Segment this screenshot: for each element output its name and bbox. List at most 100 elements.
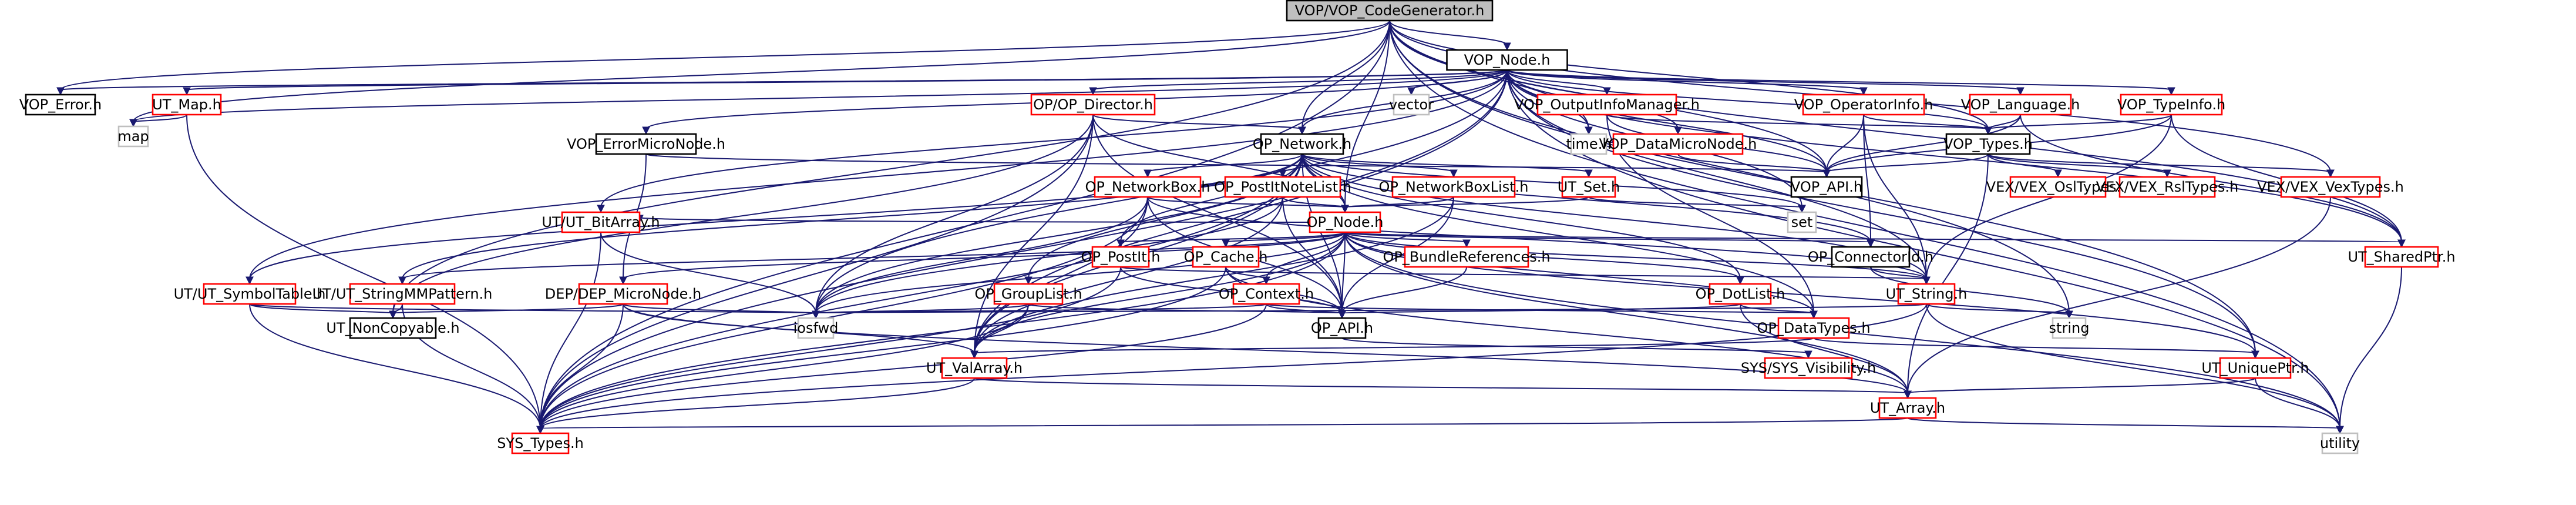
node-label: UT_NonCopyable.h	[326, 320, 459, 336]
node-op-networkbox[interactable]: OP_NetworkBox.h	[1085, 176, 1210, 198]
edge-vop_types-to-vop_api	[1822, 153, 1989, 178]
node-box	[2280, 176, 2381, 198]
node-vop-datamicro[interactable]: VOP_DataMicroNode.h	[1599, 133, 1757, 155]
node-label: VOP_Node.h	[1464, 52, 1551, 68]
node-box	[1094, 176, 1202, 198]
node-label: UT_Array.h	[1870, 400, 1945, 416]
node-time[interactable]: time.h	[1566, 133, 1612, 155]
node-vex-rsl[interactable]: VEX/VEX_RslTypes.h	[2096, 176, 2238, 198]
edge-ut_string-to-string	[1926, 303, 2073, 319]
node-label: OP/OP_Director.h	[1033, 96, 1153, 113]
node-box	[2052, 317, 2087, 339]
edge-op_api-to-sys_visibility	[1341, 337, 1812, 359]
node-label: OP_Node.h	[1307, 214, 1384, 230]
node-ut-array[interactable]: UT_Array.h	[1870, 397, 1945, 419]
node-box	[578, 283, 668, 305]
node-op-bundleref[interactable]: OP_BundleReferences.h	[1383, 246, 1551, 268]
node-label: SYS/SYS_Visibility.h	[1741, 360, 1876, 376]
node-set[interactable]: set	[1787, 211, 1817, 233]
node-sys-types[interactable]: SYS_Types.h	[497, 432, 584, 454]
node-box	[561, 211, 641, 233]
node-ut-noncopyable[interactable]: UT_NonCopyable.h	[326, 317, 460, 339]
node-vop-outputinfo[interactable]: VOP_OutputInfoManager.h	[1514, 93, 1700, 116]
node-op-director[interactable]: OP/OP_Director.h	[1030, 93, 1156, 116]
node-op-postit[interactable]: OP_PostIt.h	[1081, 246, 1161, 268]
node-box	[349, 317, 437, 339]
node-box	[1897, 283, 1956, 305]
node-vop-errormicro[interactable]: VOP_ErrorMicroNode.h	[567, 133, 725, 155]
edge-vop_node-to-map	[129, 69, 1508, 128]
node-vop-operatorinfo[interactable]: VOP_OperatorInfo.h	[1794, 93, 1933, 116]
node-op-postitlist[interactable]: OP_PostItNoteList.h	[1214, 176, 1351, 198]
node-box	[2219, 357, 2292, 379]
node-string[interactable]: string	[2049, 317, 2090, 339]
edge-ut_valarray-to-sys_types	[536, 377, 975, 434]
node-label: UT_Set.h	[1558, 179, 1620, 195]
edge-op_node-to-ut_sharedptr	[1344, 232, 2406, 248]
node-box	[1536, 93, 1677, 116]
node-label: OP_GroupList.h	[974, 286, 1082, 302]
node-vop-language[interactable]: VOP_Language.h	[1961, 93, 2080, 116]
node-label: iosfwd	[793, 320, 839, 336]
node-vop-typeinfo[interactable]: VOP_TypeInfo.h	[2117, 93, 2225, 116]
node-ut-bitarray[interactable]: UT/UT_BitArray.h	[542, 211, 660, 233]
edge-op_connectorid-to-ut_string	[1870, 266, 1931, 285]
node-label: UT/UT_StringMMPattern.h	[312, 286, 493, 302]
edge-ut_map-to-map	[129, 114, 187, 128]
node-label: UT/UT_SymbolTable.h	[174, 286, 326, 302]
node-box	[1286, 0, 1494, 22]
node-iosfwd[interactable]: iosfwd	[793, 317, 839, 339]
node-op-cache[interactable]: OP_Cache.h	[1184, 246, 1268, 268]
node-ut-sharedptr[interactable]: UT_SharedPtr.h	[2348, 246, 2456, 268]
node-box	[1260, 133, 1344, 155]
node-label: OP_Context.h	[1219, 286, 1314, 302]
node-ut-map[interactable]: UT_Map.h	[152, 93, 222, 116]
node-op-grouplist[interactable]: OP_GroupList.h	[974, 283, 1082, 305]
node-vex-osl[interactable]: VEX/VEX_OslTypes.h	[1986, 176, 2130, 198]
node-ut-symboltable[interactable]: UT/UT_SymbolTable.h	[174, 283, 326, 305]
node-vop-node[interactable]: VOP_Node.h	[1446, 49, 1568, 71]
node-op-datatypes[interactable]: OP_DataTypes.h	[1757, 317, 1871, 339]
node-root[interactable]: VOP/VOP_CodeGenerator.h	[1286, 0, 1494, 22]
node-box	[1561, 176, 1616, 198]
node-ut-uniqueptr[interactable]: UT_UniquePtr.h	[2201, 357, 2309, 379]
node-op-node[interactable]: OP_Node.h	[1307, 211, 1384, 233]
edge-ut_valarray-to-ut_array	[974, 377, 1912, 399]
node-map[interactable]: map	[117, 125, 149, 148]
node-ut-stringmm[interactable]: UT/UT_StringMMPattern.h	[312, 283, 493, 305]
node-vex-vex[interactable]: VEX/VEX_VexTypes.h	[2257, 176, 2404, 198]
node-op-context[interactable]: OP_Context.h	[1219, 283, 1314, 305]
node-vop-types[interactable]: VOP_Types.h	[1943, 133, 2033, 155]
node-sys-visibility[interactable]: SYS/SYS_Visibility.h	[1741, 357, 1876, 379]
node-label: OP_Network.h	[1253, 136, 1351, 152]
edge-op_network-to-op_networkbox	[1144, 153, 1303, 178]
edge-op_node-to-ut_stringmm	[398, 232, 1346, 285]
node-vop-error[interactable]: VOP_Error.h	[19, 93, 102, 116]
edge-vop_node-to-ut_map	[183, 69, 1508, 96]
edge-root-to-vop_error	[56, 20, 1390, 96]
edge-root-to-map	[129, 20, 1390, 128]
node-label: UT_UniquePtr.h	[2201, 360, 2309, 376]
node-dep-micro[interactable]: DEP/DEP_MicroNode.h	[545, 283, 701, 305]
node-op-networkboxlist[interactable]: OP_NetworkBoxList.h	[1379, 176, 1529, 198]
node-box	[1831, 246, 1911, 268]
node-op-api[interactable]: OP_API.h	[1311, 317, 1373, 339]
node-ut-valarray[interactable]: UT_ValArray.h	[926, 357, 1023, 379]
node-op-dotlist[interactable]: OP_DotList.h	[1696, 283, 1785, 305]
edge-op_network-to-op_networkboxlist	[1302, 153, 1458, 178]
node-utility[interactable]: utility	[2320, 432, 2360, 454]
node-label: vector	[1389, 96, 1434, 113]
edge-op_node-to-op_cache	[1222, 232, 1346, 248]
node-label: OP_PostItNoteList.h	[1214, 179, 1351, 195]
node-vector[interactable]: vector	[1389, 93, 1434, 116]
node-label: string	[2049, 320, 2090, 336]
edge-vop_types-to-vex_osl	[1988, 153, 2062, 178]
node-ut-string[interactable]: UT_String.h	[1886, 283, 1968, 305]
node-op-connectorid[interactable]: OP_ConnectorId.h	[1808, 246, 1933, 268]
node-vop-api[interactable]: VOP_API.h	[1790, 176, 1863, 198]
node-op-network[interactable]: OP_Network.h	[1253, 133, 1351, 155]
node-box	[1790, 176, 1863, 198]
node-ut-set[interactable]: UT_Set.h	[1558, 176, 1620, 198]
node-box	[797, 317, 835, 339]
